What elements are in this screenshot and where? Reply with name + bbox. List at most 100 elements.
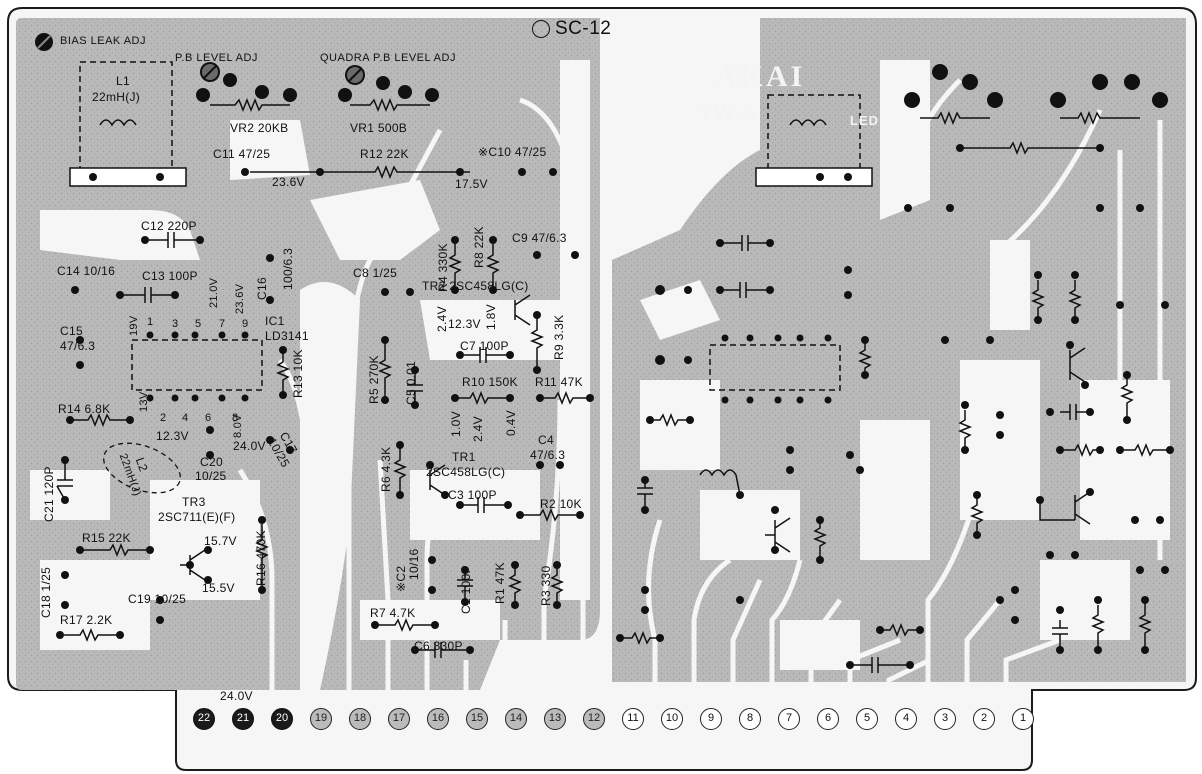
r11-label: R11 47K [535,375,583,389]
edge-pin: 11 [622,708,644,730]
c3-label: C3 100P [448,488,497,502]
logo-mark [532,20,550,38]
edge-pin: 15 [466,708,488,730]
c13-label: C13 100P [142,269,198,283]
ic2-outline [709,344,841,391]
v2-4b-label: 2.4V [471,416,485,442]
v2-4-label: 2.4V [435,306,449,332]
v12-3-label: 12.3V [156,429,189,443]
solder-pads [56,64,1174,669]
tr3-part: 2SC711(E)(F) [158,510,236,524]
c4-label: C4 [538,433,554,447]
r3-label: R3 330 [539,565,553,607]
v1-0-label: 1.0V [449,411,463,437]
v12-3b-label: 12.3V [448,317,481,331]
c7-label: C7 100P [460,339,509,353]
r13-label: R13 10K [291,349,305,398]
c9-label: C9 47/6.3 [512,231,567,245]
edge-pin: 22 [193,708,215,730]
r9-label: R9 3.3K [552,314,566,360]
c14-label: C14 10/16 [57,264,116,278]
model-label: TW-5 [700,104,759,125]
edge-pin: 6 [817,708,839,730]
r6-label: R6 4.3K [379,446,393,492]
c20-value: 10/25 [195,469,227,483]
l1-base [69,167,187,187]
v15-5-label: 15.5V [202,581,235,595]
ic-pin-voltage-8: 8.0V [232,414,244,438]
edge-pin: 14 [505,708,527,730]
edge-traces [237,78,1163,718]
v15-7-label: 15.7V [204,534,237,548]
v0-4-label: 0.4V [504,410,518,436]
edge-pin: 7 [778,708,800,730]
pb-level-adj-label: P.B LEVEL ADJ [175,52,258,64]
r1-label: R1 47K [493,562,507,604]
c2-value: 10/16 [407,548,421,580]
edge-pin: 19 [310,708,332,730]
tr2-label: TR2 2SC458LG(C) [422,279,529,293]
ic1-outline [131,339,263,391]
c18-label: C18 1/25 [39,566,53,618]
c16-value: 100/6.3 [281,247,295,290]
c5-label: C5 0.01 [404,360,418,405]
r10-label: R10 150K [462,375,518,389]
ic-pin-4: 4 [182,412,189,424]
edge-voltage-label: 24.0V [220,689,253,703]
v1-8-label: 1.8V [484,304,498,330]
ic-pin-9: 9 [242,318,249,330]
edge-pin: 1 [1012,708,1034,730]
ic1-part: LD3141 [265,329,309,343]
r7-label: R7 4.7K [370,606,416,620]
r8-label: R8 22K [472,226,486,268]
quadra-pb-level-adj-label: QUADRA P.B LEVEL ADJ [320,52,456,64]
edge-pin: 8 [739,708,761,730]
edge-pin: 3 [934,708,956,730]
edge-pin: 17 [388,708,410,730]
ic-pin-7: 7 [219,318,226,330]
c8-label: C8 1/25 [353,266,398,280]
edge-pin: 20 [271,708,293,730]
ic-pin-voltage-7: 23.6V [234,283,246,314]
edge-pin: 16 [427,708,449,730]
l2-outline [103,442,181,494]
edge-pin: 5 [856,708,878,730]
edge-pin: 12 [583,708,605,730]
brand-logo: AKAI [715,60,806,93]
c20-label: C20 [200,455,223,469]
r17-label: R17 2.2K [60,613,113,627]
ic-pin-6: 6 [205,412,212,424]
l3-base [755,167,873,187]
model-suffix: LED [850,113,879,128]
v17-5-label: 17.5V [455,177,488,191]
r15-label: R15 22K [82,531,131,545]
c21-label: C21 120P [42,466,56,522]
edge-pin: 18 [349,708,371,730]
r5-label: R5 270K [367,355,381,404]
ic-pin-1: 1 [147,316,154,328]
board-id: SC-12 [555,18,612,39]
v24-0-label: 24.0V [233,439,266,453]
c4-value: 47/6.3 [530,448,566,462]
c11-label: C11 47/25 [213,147,271,161]
c19-label: C19 10/25 [128,592,187,606]
r16-label: R16 470K [254,530,268,586]
edge-pin: 21 [232,708,254,730]
vr1-label: VR1 500B [350,121,408,135]
c6-label: C6 330P [414,639,463,653]
edge-pin: 2 [973,708,995,730]
c15-label: C15 [60,324,83,338]
ic-pin-voltage-5: 21.0V [208,277,220,308]
ic-pin-8: 8 [232,412,239,424]
pot-pads [35,33,439,102]
tr1-part: 2SC458LG(C) [426,465,506,479]
edge-pin: 10 [661,708,683,730]
edge-pin: 9 [700,708,722,730]
ic1-label: IC1 [265,314,285,328]
ic-pin-voltage-2: 13V [138,391,150,412]
c15-value: 47/6.3 [60,339,96,353]
r2-label: R2 10K [540,497,582,511]
c2-label: ※C2 [394,565,408,592]
